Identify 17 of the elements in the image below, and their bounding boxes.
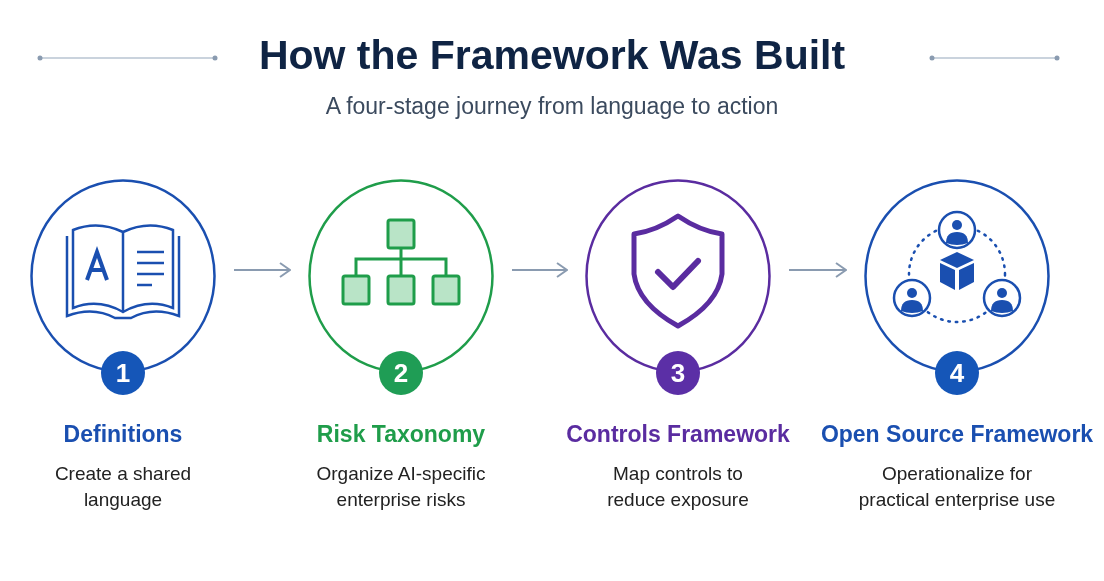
stage-description: Operationalize for practical enterprise use bbox=[857, 462, 1057, 512]
step-number-badge: 2 bbox=[379, 351, 423, 395]
step-number-badge: 3 bbox=[656, 351, 700, 395]
title: How the Framework Was Built bbox=[258, 32, 846, 79]
step-number-badge: 4 bbox=[935, 351, 979, 395]
step-number-badge: 1 bbox=[101, 351, 145, 395]
stage-description: Organize AI-specific enterprise risks bbox=[315, 462, 487, 512]
stage-heading: Open Source Framework bbox=[819, 421, 1095, 448]
stage-heading: Definitions bbox=[62, 421, 184, 448]
stage-description: Create a shared language bbox=[53, 462, 193, 512]
arrow bbox=[511, 262, 568, 278]
arrow bbox=[788, 262, 847, 278]
stage-heading: Risk Taxonomy bbox=[315, 421, 487, 448]
stage-description: Map controls to reduce exposure bbox=[606, 462, 750, 512]
subtitle: A four-stage journey from language to action bbox=[325, 93, 779, 120]
stage-heading: Controls Framework bbox=[565, 421, 791, 448]
arrow bbox=[233, 262, 291, 278]
